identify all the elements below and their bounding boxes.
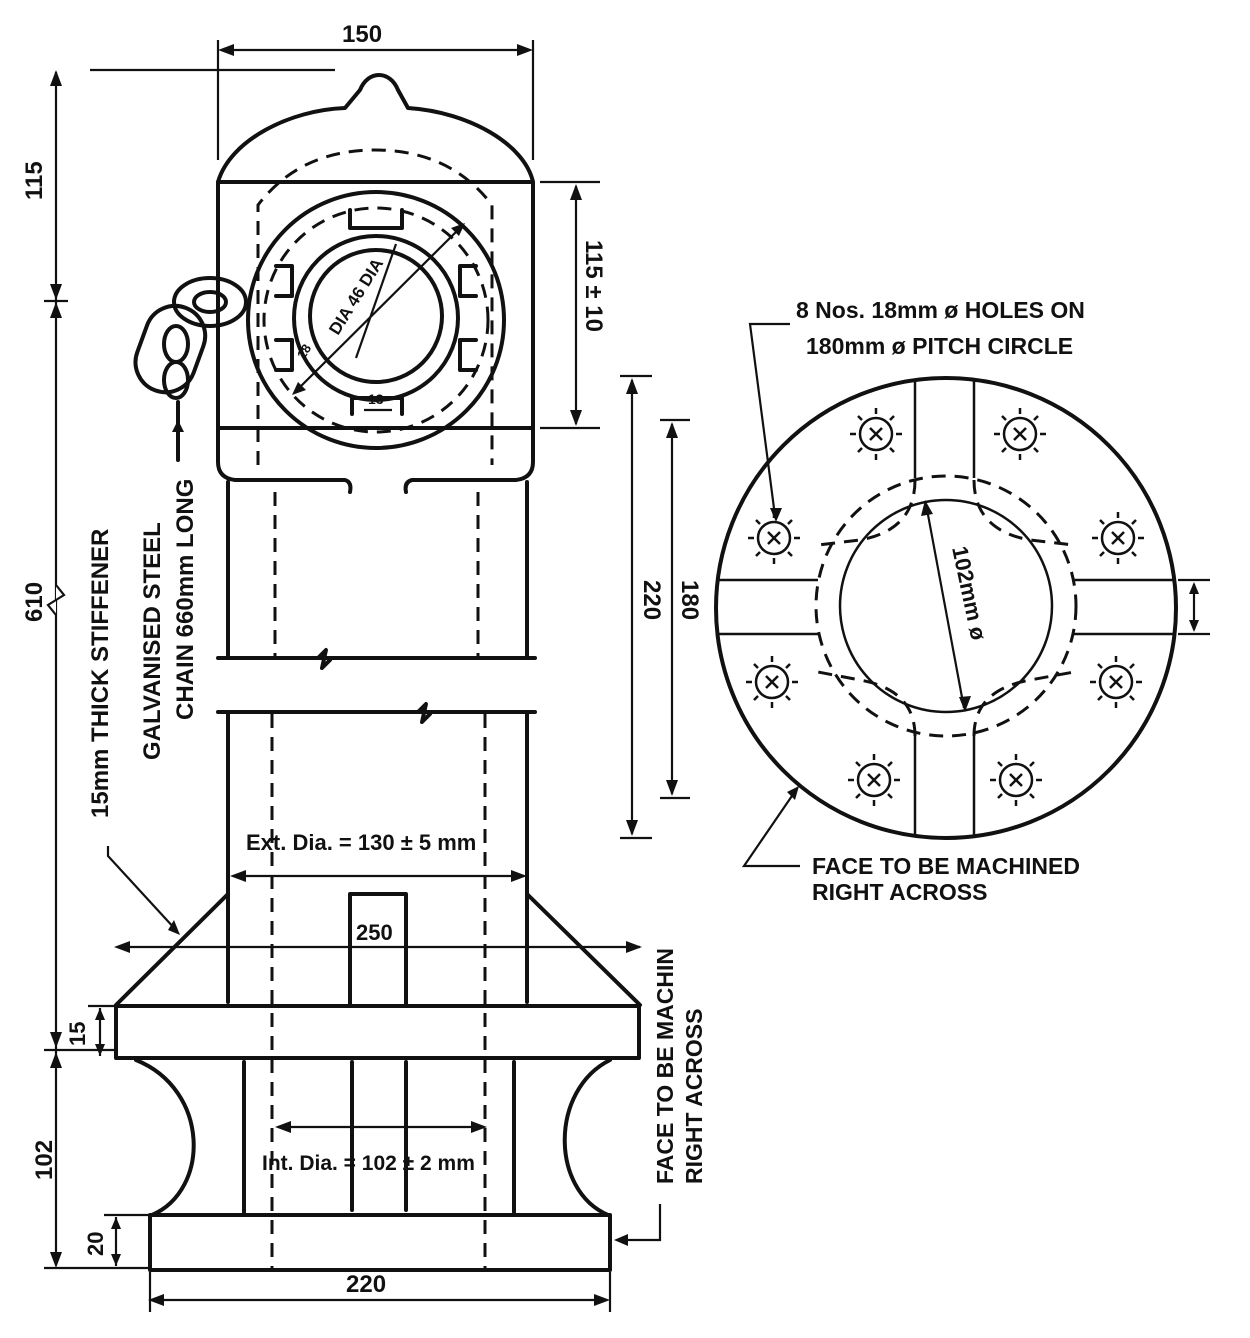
bolt-hole	[848, 754, 900, 806]
chamber-height-label: 115 ± 10	[580, 240, 607, 332]
stiffener-label: 15mm THICK STIFFENER	[87, 529, 114, 818]
bolt-hole	[1090, 656, 1142, 708]
base-body	[134, 1058, 612, 1217]
face-label-flange-line1: FACE TO BE MACHINED	[812, 853, 1080, 879]
stiffener	[114, 892, 642, 1007]
bore-label: 102mm ø	[947, 544, 991, 643]
outlet-outer-ring	[246, 190, 506, 450]
head-height-label: 115	[21, 161, 48, 200]
base-flange	[148, 1213, 612, 1272]
face-label-front-line2: RIGHT ACROSS	[681, 1009, 707, 1185]
hidden-chamber-outline	[256, 148, 494, 465]
stiffener-span-label: 250	[356, 920, 393, 945]
chain-label-line1: GALVANISED STEEL	[139, 522, 166, 760]
bolt-hole	[1092, 512, 1144, 564]
flange-view: 8 Nos. 18mm ø HOLES ON 180mm ø PITCH CIR…	[714, 297, 1210, 905]
front-view: DIA 46 DIA 18 13 GALVANISED STEEL CHAIN …	[21, 21, 707, 1312]
int-dia-label: Int. Dia. = 102 ± 2 mm	[262, 1152, 475, 1175]
vertical-180-label: 180	[676, 580, 703, 620]
holes-label-line2: 180mm ø PITCH CIRCLE	[806, 333, 1073, 359]
hydrant-dome	[216, 73, 535, 184]
total-height-label: 610	[21, 582, 48, 622]
base-flange-thickness-label: 20	[83, 1232, 108, 1256]
face-label-front-line1: FACE TO BE MACHIN	[652, 948, 678, 1184]
bolt-hole	[850, 408, 902, 460]
outlet-bore	[308, 248, 444, 384]
chain	[133, 276, 248, 462]
flange-bore	[838, 498, 1054, 714]
bolt-hole	[746, 656, 798, 708]
flange-outer-circle	[714, 376, 1178, 840]
top-width-label: 150	[342, 21, 382, 48]
ext-dia-label: Ext. Dia. = 130 ± 5 mm	[246, 830, 476, 855]
chain-label-line2: CHAIN 660mm LONG	[172, 479, 199, 720]
base-width-label: 220	[346, 1271, 386, 1298]
flange-thickness-label: 15	[65, 1022, 90, 1046]
face-label-flange-line2: RIGHT ACROSS	[812, 879, 988, 905]
flange-ribs	[718, 380, 1174, 836]
bolt-hole	[748, 512, 800, 564]
lug-width-label: 13	[368, 391, 384, 407]
base-height-label: 102	[31, 1140, 58, 1180]
barrel	[216, 480, 537, 1270]
ring-width-label: 18	[294, 341, 314, 361]
bolt-hole	[994, 408, 1046, 460]
bolt-hole	[990, 754, 1042, 806]
bolt-holes	[746, 408, 1144, 806]
upper-flange	[114, 1004, 641, 1060]
vertical-220-label: 220	[638, 580, 665, 620]
flange-hub-hidden	[814, 474, 1078, 738]
holes-label-line1: 8 Nos. 18mm ø HOLES ON	[796, 297, 1085, 323]
hydrant-head	[216, 180, 535, 494]
